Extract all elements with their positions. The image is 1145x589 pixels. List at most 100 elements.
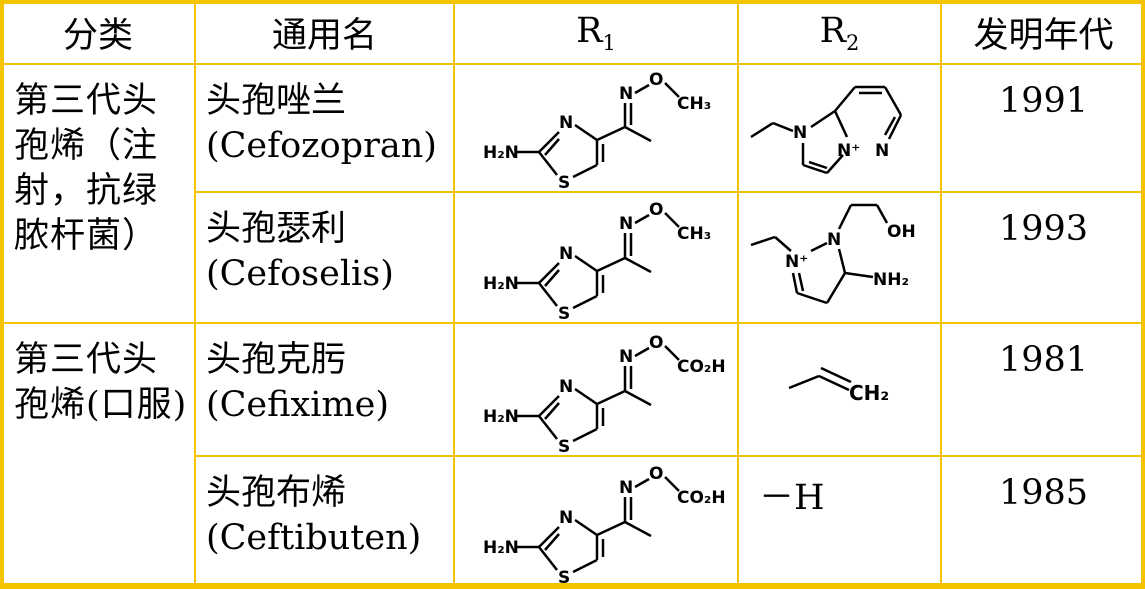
bond (810, 241, 828, 253)
bond (544, 402, 560, 420)
r1-cell: H₂N N S N O CH₃ (453, 63, 739, 193)
header-row: 分类 通用名 R1 R2 发明年代 (0, 0, 1145, 65)
bond (772, 121, 794, 133)
bond (544, 138, 560, 156)
bond (820, 366, 852, 384)
oxime-n-label: N (619, 84, 633, 104)
ring-n-label: N (559, 377, 573, 397)
r2-cell: N⁺ N OH NH₂ (737, 191, 942, 324)
year-cell: 1993 (940, 191, 1145, 324)
r1-cell: H₂N N S N O CO₂H (453, 455, 739, 589)
bond (624, 256, 652, 274)
n-plus-label: N⁺ (785, 252, 808, 272)
amine-label: H₂N (483, 274, 519, 294)
header-r1-base: R (576, 10, 603, 51)
bond (596, 125, 626, 142)
bond (797, 272, 805, 292)
oxime-n-label: N (619, 214, 633, 234)
tail-label: CO₂H (677, 357, 726, 377)
generic-name-cell: 头孢瑟利 (Cefoselis) (194, 191, 455, 324)
aminothiazole-oxime-structure: H₂N N S N O CH₃ (483, 70, 711, 191)
ring-n-label: N (559, 508, 573, 528)
header-generic-name: 通用名 (194, 0, 455, 65)
header-category: 分类 (0, 0, 196, 65)
n-plus-label: N⁺ (837, 141, 860, 161)
table-row: 第三代头孢烯(口服) 头孢克肟 (Cefixime) H₂N N S (0, 322, 1145, 589)
header-r2-sub: 2 (845, 30, 860, 55)
bond (664, 345, 680, 361)
bond (596, 520, 626, 537)
bond (634, 83, 650, 95)
oxime-o-label: O (649, 200, 663, 220)
generic-name-cell: 头孢布烯 (Ceftibuten) (194, 455, 455, 589)
bond (774, 236, 792, 252)
ring-n-label: N (559, 244, 573, 264)
generic-name-cell: 头孢克肟 (Cefixime) (194, 322, 455, 457)
bond (538, 415, 558, 440)
bond (796, 291, 828, 305)
bond (664, 212, 680, 228)
header-year: 发明年代 (940, 0, 1145, 65)
header-r2: R2 (737, 0, 942, 65)
header-r1-sub: 1 (602, 30, 616, 55)
n1-label: N (827, 230, 841, 250)
n1-label: N (793, 123, 807, 143)
bond (875, 204, 889, 224)
r2-cell: －H (737, 455, 942, 589)
category-cell: 第三代头孢烯(口服) (0, 322, 196, 589)
oxime-o-label: O (649, 333, 663, 353)
bond (818, 374, 850, 392)
bond (572, 427, 598, 443)
bond (750, 121, 774, 139)
bond (634, 213, 650, 225)
bond (574, 387, 598, 406)
bond (538, 546, 558, 571)
name-en: (Cefoselis) (206, 254, 394, 294)
ch2-label: CH₂ (849, 381, 889, 405)
nh2-label: NH₂ (873, 270, 909, 290)
bond (844, 271, 874, 279)
bond (572, 163, 598, 179)
n2-label: N (875, 141, 889, 161)
bond (802, 163, 828, 175)
bond (791, 272, 799, 294)
oh-label: OH (887, 222, 916, 242)
bond (825, 272, 847, 304)
name-en: (Cefixime) (206, 385, 389, 425)
oxime-o-label: O (649, 464, 663, 484)
bond (574, 254, 598, 273)
name-cn: 头孢唑兰 (206, 81, 347, 121)
ring-s-label: S (558, 304, 570, 322)
bond (538, 131, 560, 153)
tail-label: CH₃ (677, 94, 711, 114)
bond (572, 558, 598, 574)
bond (538, 282, 558, 307)
ring-s-label: S (558, 568, 570, 587)
ring-s-label: S (558, 437, 570, 455)
aminothiazole-oxime-structure: H₂N N S N O CO₂H (483, 333, 726, 455)
bond (538, 262, 560, 284)
bond (574, 518, 598, 537)
amine-label: H₂N (483, 538, 519, 558)
name-cn: 头孢瑟利 (206, 209, 347, 249)
bond (808, 160, 828, 170)
bond (750, 235, 776, 247)
year-cell: 1991 (940, 63, 1145, 193)
imidazopyridazinium-structure: N N⁺ N (750, 85, 903, 175)
r1-cell: H₂N N S N O CO₂H (453, 322, 739, 457)
name-cn: 头孢克肟 (206, 340, 347, 380)
table-row: 头孢瑟利 (Cefoselis) H₂N N S N (1, 191, 1145, 324)
aminothiazole-oxime-structure: H₂N N S N O CH₃ (483, 200, 711, 322)
table-row: 第三代头孢烯（注射，抗绿脓杆菌） 头孢唑兰 (Cefozopran) H₂N N… (0, 63, 1145, 324)
ring-s-label: S (558, 173, 570, 191)
amine-label: H₂N (483, 407, 519, 427)
bond (788, 374, 820, 390)
bond (664, 82, 680, 98)
year-cell: 1981 (940, 322, 1145, 457)
bond (634, 346, 650, 358)
bond (810, 109, 836, 129)
aminothiazole-oxime-structure: H₂N N S N O CO₂H (483, 464, 726, 587)
bond (833, 110, 849, 138)
oxime-n-label: N (619, 347, 633, 367)
